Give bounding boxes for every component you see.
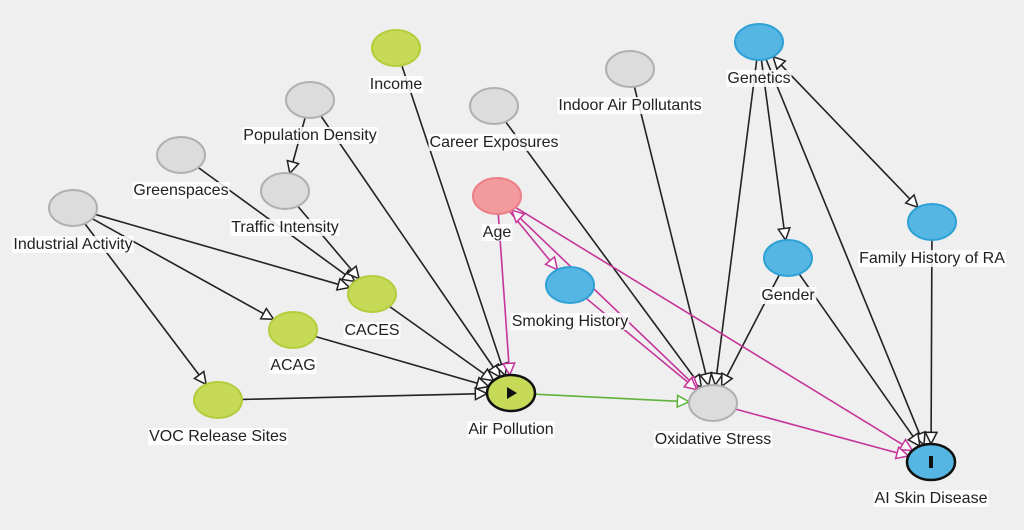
edge-oxidative-to-skindisease[interactable]	[735, 408, 909, 456]
label-background	[653, 431, 773, 448]
node-ellipse[interactable]	[285, 81, 335, 119]
node-label: Greenspaces	[133, 182, 228, 199]
node-caces[interactable]: CACES	[343, 275, 401, 339]
label-background	[368, 76, 424, 93]
node-age[interactable]: Age	[472, 177, 522, 241]
node-label: ACAG	[270, 357, 315, 374]
node-ellipse[interactable]	[347, 275, 397, 313]
node-ellipse[interactable]	[605, 50, 655, 88]
edge-income-to-airpollution[interactable]	[401, 65, 505, 375]
edge-age-to-skindisease[interactable]	[515, 206, 913, 450]
label-background	[557, 97, 703, 114]
node-indoor[interactable]: Indoor Air Pollutants	[557, 50, 703, 114]
edge-industrial-to-acag[interactable]	[91, 218, 273, 320]
node-genetics[interactable]: Genetics	[726, 23, 792, 87]
node-industrial[interactable]: Industrial Activity	[12, 189, 134, 253]
node-label: Indoor Air Pollutants	[558, 97, 701, 114]
node-label: Gender	[761, 287, 815, 304]
node-label: Income	[370, 76, 423, 93]
node-acag[interactable]: ACAG	[268, 311, 318, 374]
label-background	[726, 70, 792, 87]
node-label: Career Exposures	[430, 134, 559, 151]
node-label: VOC Release Sites	[149, 428, 287, 445]
label-background	[148, 428, 288, 445]
node-skindisease[interactable]: AI Skin Disease	[873, 442, 989, 507]
label-background	[873, 490, 989, 507]
node-smoking[interactable]: Smoking History	[510, 266, 630, 330]
node-popdens[interactable]: Population Density	[242, 81, 378, 144]
node-income[interactable]: Income	[368, 29, 424, 93]
node-voc[interactable]: VOC Release Sites	[148, 381, 288, 445]
edge-voc-to-airpollution[interactable]	[241, 394, 487, 400]
node-ellipse[interactable]	[734, 23, 784, 61]
label-background	[467, 421, 555, 438]
edge-industrial-to-caces[interactable]	[95, 213, 349, 287]
node-label: Age	[483, 224, 512, 241]
node-label: Smoking History	[512, 313, 628, 330]
node-label: Traffic Intensity	[231, 219, 339, 236]
node-traffic[interactable]: Traffic Intensity	[230, 172, 340, 236]
edge-caces-to-airpollution[interactable]	[388, 305, 493, 380]
label-background	[510, 313, 630, 330]
label-background	[428, 134, 560, 151]
node-ellipse[interactable]	[48, 189, 98, 227]
label-background	[132, 182, 230, 199]
node-label: CACES	[344, 322, 399, 339]
edge-genetics-to-oxidative[interactable]	[715, 59, 758, 385]
edge-popdens-to-traffic[interactable]	[290, 117, 306, 174]
edge-gender-to-skindisease[interactable]	[798, 273, 920, 446]
node-ellipse[interactable]	[688, 384, 738, 422]
node-label: Population Density	[243, 127, 376, 144]
node-career[interactable]: Career Exposures	[428, 87, 560, 151]
label-background	[343, 322, 401, 339]
node-airpollution[interactable]: Air Pollution	[467, 373, 555, 438]
node-ellipse[interactable]	[193, 381, 243, 419]
node-label: Genetics	[727, 70, 790, 87]
node-ellipse[interactable]	[907, 203, 957, 241]
label-background	[858, 250, 1007, 267]
edge-genetics-to-famhist[interactable]	[773, 57, 918, 208]
label-background	[12, 236, 134, 253]
node-ellipse[interactable]	[469, 87, 519, 125]
edge-airpollution-to-oxidative[interactable]	[534, 393, 689, 402]
node-ellipse[interactable]	[260, 172, 310, 210]
node-label: AI Skin Disease	[875, 490, 988, 507]
label-background	[242, 127, 378, 144]
edge-age-to-smoking[interactable]	[508, 210, 558, 269]
label-background	[481, 224, 513, 241]
edge-famhist-to-skindisease[interactable]	[931, 239, 932, 444]
outcome-bar-icon	[929, 456, 933, 468]
node-ellipse[interactable]	[472, 177, 522, 215]
label-background	[230, 219, 340, 236]
edge-age-to-oxidative[interactable]	[512, 210, 698, 389]
node-label: Air Pollution	[468, 421, 553, 438]
edge-acag-to-airpollution[interactable]	[315, 335, 488, 386]
label-background	[269, 357, 317, 374]
edge-traffic-to-caces[interactable]	[297, 205, 359, 279]
node-gender[interactable]: Gender	[760, 239, 817, 304]
node-label: Family History of RA	[859, 250, 1005, 267]
node-ellipse[interactable]	[156, 136, 206, 174]
node-label: Industrial Activity	[13, 236, 132, 253]
edge-career-to-oxidative[interactable]	[504, 121, 702, 387]
node-ellipse[interactable]	[763, 239, 813, 277]
node-ellipse[interactable]	[371, 29, 421, 67]
node-ellipse[interactable]	[268, 311, 318, 349]
node-label: Oxidative Stress	[655, 431, 771, 448]
node-greenspaces[interactable]: Greenspaces	[132, 136, 230, 199]
node-ellipse[interactable]	[545, 266, 595, 304]
edge-indoor-to-oxidative[interactable]	[633, 86, 708, 386]
edges-layer	[84, 57, 932, 456]
exposure-play-icon	[507, 387, 517, 399]
label-background	[760, 287, 817, 304]
node-famhist[interactable]: Family History of RA	[858, 203, 1007, 267]
edge-popdens-to-airpollution[interactable]	[320, 115, 500, 377]
node-oxidative[interactable]: Oxidative Stress	[653, 384, 773, 448]
